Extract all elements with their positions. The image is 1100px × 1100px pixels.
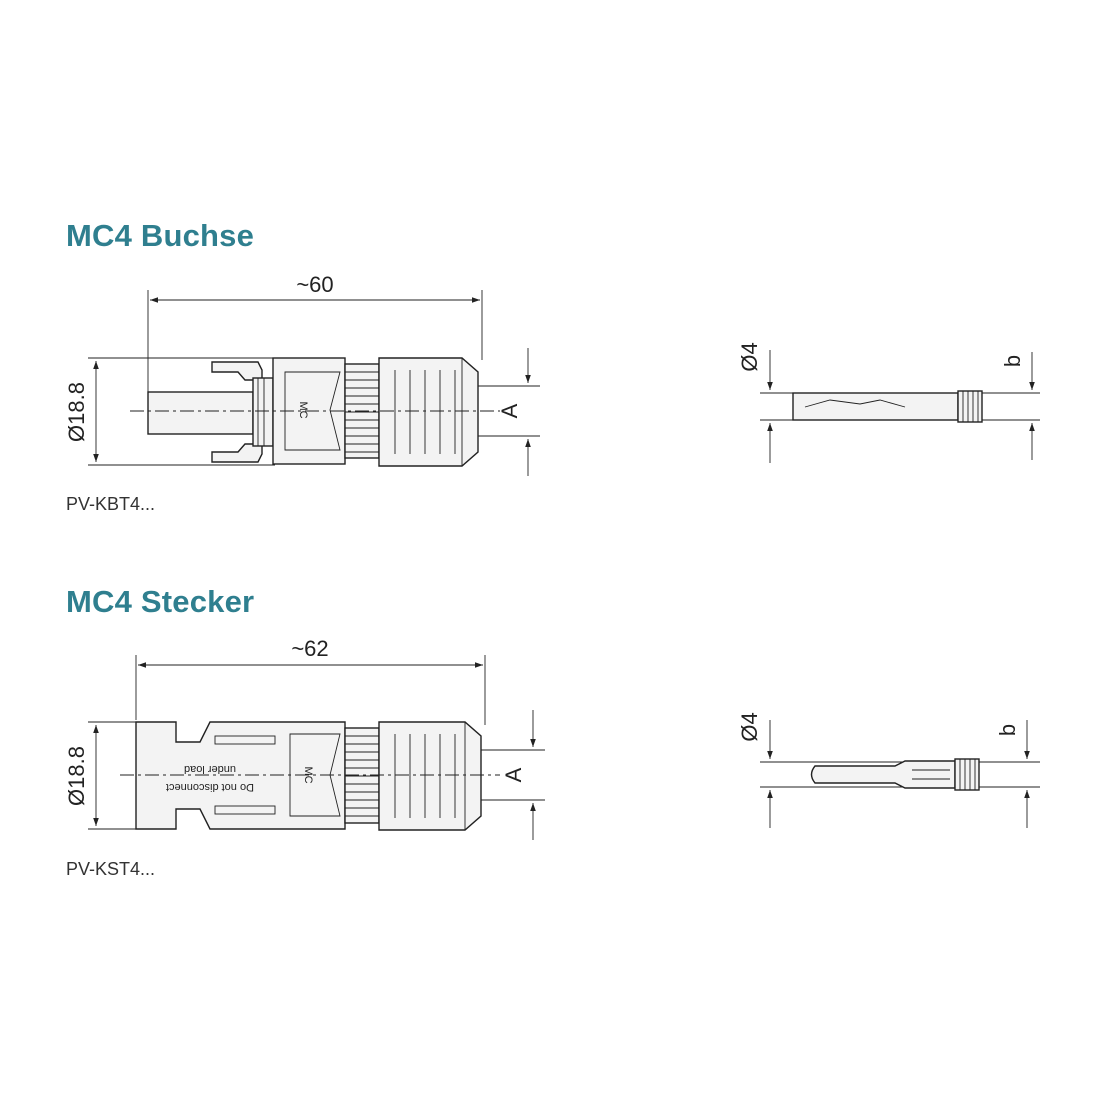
- buchse-connector-drawing: ~60 Ø18.8 MC: [64, 272, 540, 476]
- stecker-warning-line2: under load: [184, 763, 236, 775]
- section-title-buchse: MC4 Buchse: [66, 218, 255, 253]
- buchse-contact-diameter-dim: Ø4: [737, 342, 762, 371]
- stecker-contact-diameter-dim: Ø4: [737, 712, 762, 741]
- stecker-length-dim: ~62: [291, 636, 328, 661]
- buchse-cable-dim: A: [497, 403, 522, 418]
- part-number-stecker: PV-KST4...: [66, 859, 156, 879]
- buchse-mc-marking: MC: [297, 401, 309, 418]
- buchse-length-dim: ~60: [296, 272, 333, 297]
- stecker-contact-b-dim: b: [995, 724, 1020, 736]
- stecker-cable-dim: A: [501, 767, 526, 782]
- stecker-contact-drawing: Ø4 b: [737, 712, 1040, 828]
- buchse-diameter-dim: Ø18.8: [64, 382, 89, 442]
- buchse-contact-drawing: Ø4 b: [737, 342, 1040, 463]
- section-title-stecker: MC4 Stecker: [66, 584, 255, 619]
- stecker-diameter-dim: Ø18.8: [64, 746, 89, 806]
- part-number-buchse: PV-KBT4...: [66, 494, 156, 514]
- buchse-contact-b-dim: b: [1000, 355, 1025, 367]
- stecker-connector-drawing: ~62 Ø18.8 MC Do not disconnect under loa…: [64, 636, 545, 840]
- stecker-warning-line1: Do not disconnect: [166, 781, 254, 793]
